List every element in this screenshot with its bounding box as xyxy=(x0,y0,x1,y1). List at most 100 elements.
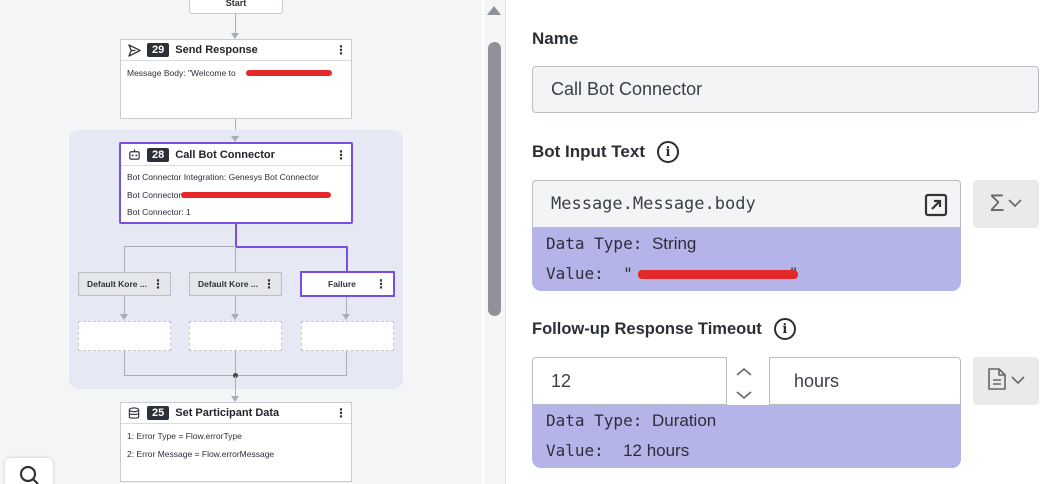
node-title: Call Bot Connector xyxy=(175,148,275,161)
timeout-unit-value: hours xyxy=(794,370,840,391)
flow-canvas[interactable]: Start 29 Send Response ⋮ Message Body: "… xyxy=(0,0,482,484)
name-input-value: Call Bot Connector xyxy=(551,79,703,99)
send-response-node[interactable]: 29 Send Response ⋮ Message Body: "Welcom… xyxy=(120,39,352,119)
bot-input-text-field[interactable]: Message.Message.body xyxy=(532,180,961,228)
timeout-label-text: Follow-up Response Timeout xyxy=(532,319,762,338)
version-text: Bot Connector: 1 xyxy=(127,207,191,217)
branch-default-2[interactable]: Default Kore ... ⋮ xyxy=(189,272,282,296)
connector-arrow xyxy=(231,314,239,320)
bot-input-label-text: Bot Input Text xyxy=(532,142,645,161)
more-menu-icon[interactable]: ⋮ xyxy=(335,406,347,420)
redaction-mark xyxy=(181,192,331,198)
connector-arrow xyxy=(120,314,128,320)
timeout-type-info: Data Type: Duration Value: 12 hours xyxy=(532,405,961,468)
merge-line xyxy=(235,351,236,376)
data-type-key: Data Type: xyxy=(546,234,643,253)
node-number: 28 xyxy=(147,147,170,162)
participant-line-1: 1: Error Type = Flow.errorType xyxy=(127,431,242,441)
canvas-scrollbar[interactable] xyxy=(484,0,506,484)
value-key: Value: xyxy=(546,441,604,460)
value-key: Value: xyxy=(546,264,604,283)
send-icon xyxy=(127,43,141,57)
name-label-text: Name xyxy=(532,29,579,48)
message-body-text: Message Body: "Welcome to xyxy=(127,68,236,78)
node-title: Send Response xyxy=(175,44,258,56)
start-label: Start xyxy=(225,0,247,8)
chevron-down-icon xyxy=(1008,195,1022,213)
branch-line xyxy=(124,246,236,247)
chevron-up-icon[interactable] xyxy=(736,364,752,382)
open-external-icon[interactable] xyxy=(924,193,948,222)
connector-line xyxy=(235,376,236,398)
expression-menu-button[interactable]: Σ xyxy=(973,180,1039,228)
branch-line xyxy=(124,296,125,316)
empty-drop-slot[interactable] xyxy=(301,321,394,351)
connector-arrow xyxy=(231,396,239,402)
name-label: Name xyxy=(532,29,578,49)
redaction-mark xyxy=(638,270,798,279)
document-menu-button[interactable] xyxy=(973,357,1039,405)
data-type-value: String xyxy=(651,234,697,253)
merge-dot xyxy=(233,373,238,378)
properties-panel: Name Call Bot Connector Bot Input Text i… xyxy=(507,0,1057,484)
branch-label: Default Kore ... xyxy=(87,279,147,289)
branch-line xyxy=(235,296,236,316)
merge-line xyxy=(346,351,347,376)
scroll-up-arrow-icon[interactable] xyxy=(487,6,501,15)
failure-path-line xyxy=(235,246,348,248)
connector-line xyxy=(235,119,236,137)
chevron-down-icon[interactable] xyxy=(736,387,752,405)
node-number: 29 xyxy=(147,43,170,57)
value-text: 12 hours xyxy=(623,441,690,460)
timeout-unit-select[interactable]: hours xyxy=(769,357,961,405)
document-icon xyxy=(987,367,1007,396)
timeout-label: Follow-up Response Timeout i xyxy=(532,318,796,340)
branch-line xyxy=(124,246,125,272)
participant-line-2: 2: Error Message = Flow.errorMessage xyxy=(127,449,275,459)
branch-default-1[interactable]: Default Kore ... ⋮ xyxy=(78,272,171,296)
branch-failure[interactable]: Failure ⋮ xyxy=(300,271,395,297)
connector-arrow xyxy=(231,33,239,39)
more-menu-icon[interactable]: ⋮ xyxy=(263,277,275,291)
chevron-down-icon xyxy=(1011,372,1025,390)
search-icon xyxy=(18,464,40,484)
bot-input-text-value: Message.Message.body xyxy=(551,194,756,214)
branch-line xyxy=(235,246,236,272)
connector-arrow xyxy=(342,314,350,320)
bot-input-type-info: Data Type: String Value: "" xyxy=(532,228,961,291)
branch-line xyxy=(346,297,347,316)
name-input[interactable]: Call Bot Connector xyxy=(532,66,1039,113)
call-bot-connector-node[interactable]: 28 Call Bot Connector ⋮ Bot Connector In… xyxy=(119,142,353,224)
start-node[interactable]: Start xyxy=(189,0,283,14)
sigma-icon: Σ xyxy=(989,190,1005,217)
more-menu-icon[interactable]: ⋮ xyxy=(335,147,347,162)
more-menu-icon[interactable]: ⋮ xyxy=(335,43,347,57)
failure-path-line xyxy=(346,246,348,272)
timeout-number-input[interactable]: 12 xyxy=(532,357,727,405)
branch-label: Default Kore ... xyxy=(198,279,258,289)
integration-text: Bot Connector Integration: Genesys Bot C… xyxy=(127,172,319,182)
node-number: 25 xyxy=(147,406,170,420)
empty-drop-slot[interactable] xyxy=(189,321,282,351)
database-icon xyxy=(127,406,141,420)
node-title: Set Participant Data xyxy=(175,407,280,419)
timeout-stepper[interactable] xyxy=(733,360,755,402)
scroll-thumb[interactable] xyxy=(488,42,501,316)
connector-line xyxy=(235,14,236,34)
bot-icon xyxy=(127,148,141,162)
search-button[interactable] xyxy=(5,458,53,484)
timeout-number-value: 12 xyxy=(551,370,572,391)
data-type-value: Duration xyxy=(651,411,717,430)
more-menu-icon[interactable]: ⋮ xyxy=(375,277,387,291)
branch-label: Failure xyxy=(328,279,356,289)
merge-line xyxy=(124,351,125,376)
set-participant-data-node[interactable]: 25 Set Participant Data ⋮ 1: Error Type … xyxy=(120,402,352,482)
info-icon[interactable]: i xyxy=(657,141,679,163)
value-prefix: " xyxy=(623,264,633,283)
empty-drop-slot[interactable] xyxy=(78,321,171,351)
redaction-mark xyxy=(246,70,332,76)
info-icon[interactable]: i xyxy=(773,318,796,340)
more-menu-icon[interactable]: ⋮ xyxy=(152,277,164,291)
connector-text: Bot Connector: xyxy=(127,189,184,200)
data-type-key: Data Type: xyxy=(546,411,643,430)
